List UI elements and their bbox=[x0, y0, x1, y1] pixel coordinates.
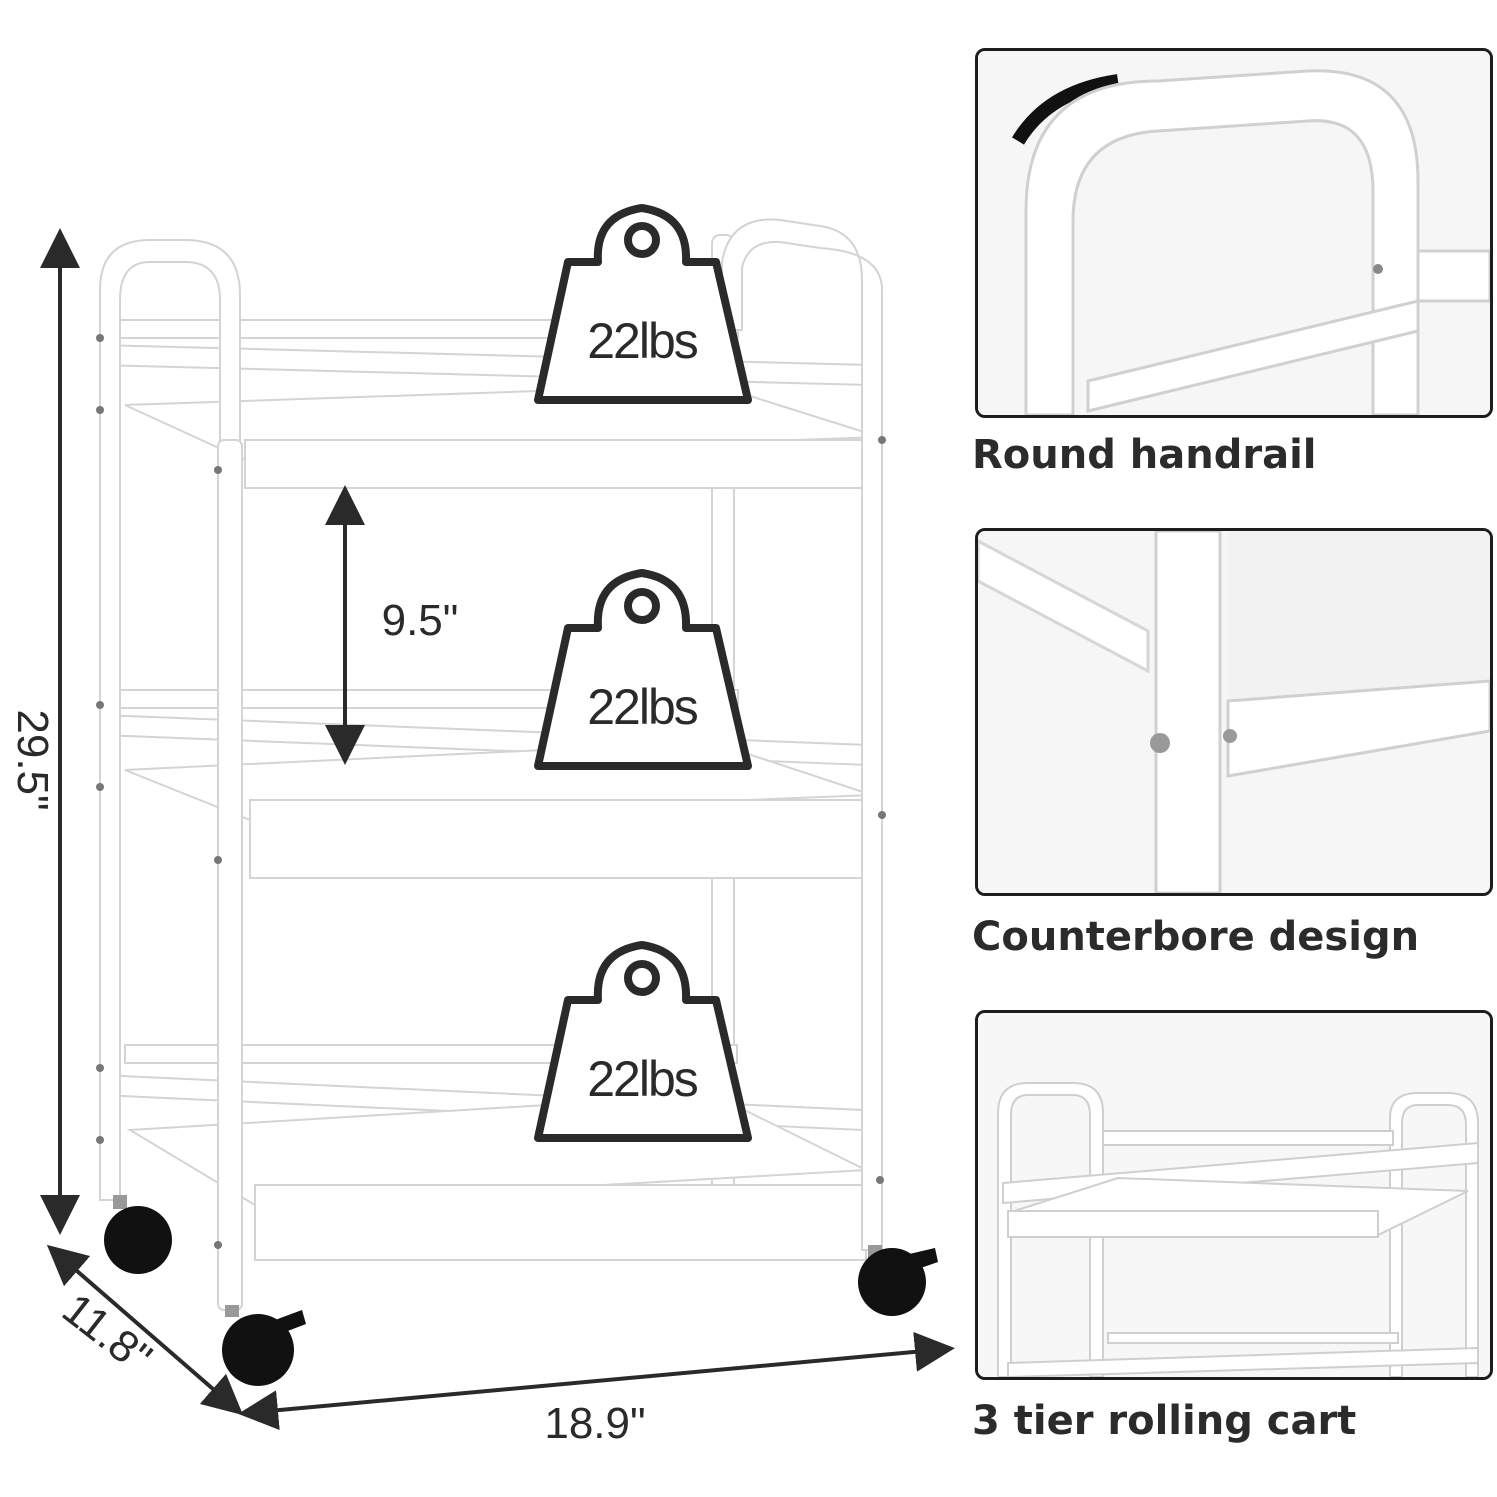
height-label: 29.5" bbox=[8, 709, 57, 810]
shelf-gap-label: 9.5" bbox=[382, 596, 459, 645]
cart-closeup-icon bbox=[978, 1013, 1490, 1377]
weight-badge-bottom: 22lbs bbox=[534, 941, 752, 1142]
weight-label: 22lbs bbox=[587, 679, 698, 735]
weight-label: 22lbs bbox=[587, 313, 698, 369]
weight-label: 22lbs bbox=[587, 1051, 698, 1107]
feature-caption: 3 tier rolling cart bbox=[972, 1398, 1357, 1444]
feature-caption: Counterbore design bbox=[972, 914, 1420, 960]
weight-badge-middle: 22lbs bbox=[534, 569, 752, 770]
weight-badge-top: 22lbs bbox=[534, 204, 752, 404]
cart-closeup-panel bbox=[975, 1010, 1493, 1380]
cart-illustration bbox=[99, 218, 883, 1311]
counterbore-closeup-icon bbox=[978, 531, 1490, 893]
handrail-closeup-panel bbox=[975, 48, 1493, 418]
counterbore-closeup-panel bbox=[975, 528, 1493, 896]
feature-caption: Round handrail bbox=[972, 432, 1317, 478]
handrail-closeup-icon bbox=[978, 51, 1490, 415]
width-label: 18.9" bbox=[544, 1399, 645, 1448]
dimension-arrows bbox=[40, 228, 955, 1431]
